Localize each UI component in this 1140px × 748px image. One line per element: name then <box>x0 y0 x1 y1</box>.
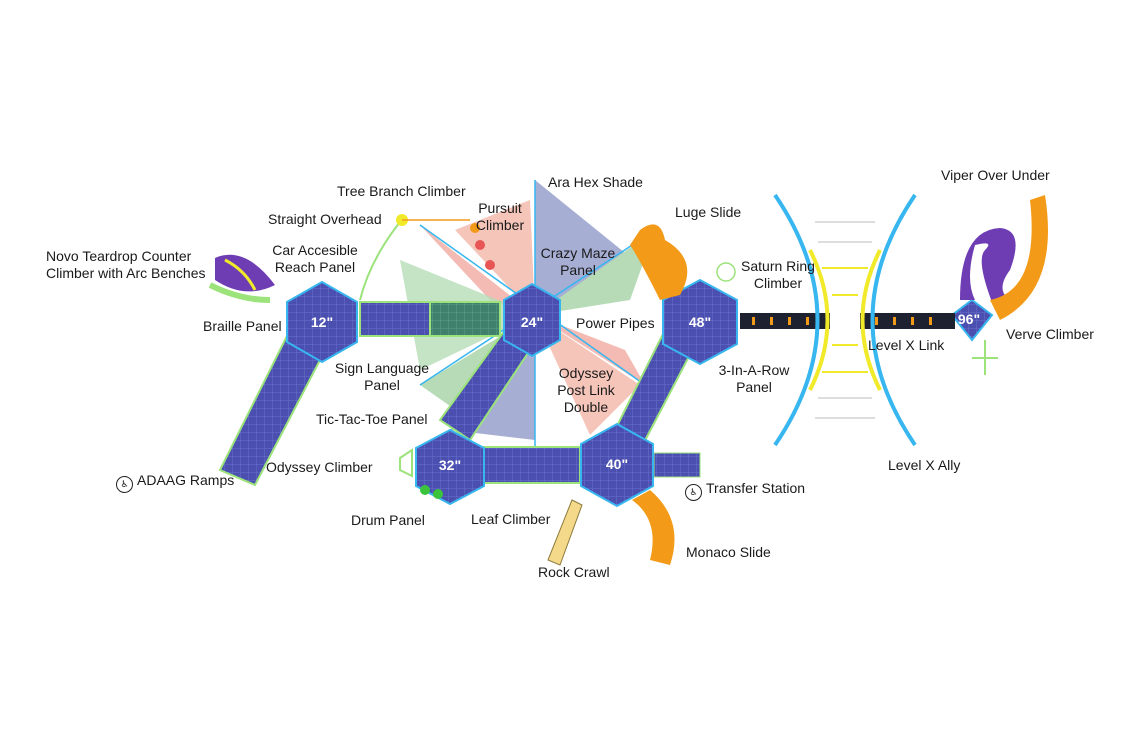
accessibility-icon: ♿ <box>685 484 702 501</box>
deck-24 <box>503 282 561 358</box>
straight-overhead <box>359 221 401 301</box>
label-car: Car Accesible Reach Panel <box>272 242 358 275</box>
label-pursuit: Pursuit Climber <box>475 200 525 233</box>
label-verve: Verve Climber <box>1006 326 1094 342</box>
label-luge: Luge Slide <box>675 204 742 220</box>
deck-12-label: 12" <box>311 314 333 330</box>
label-braille: Braille Panel <box>203 318 282 334</box>
deck-12 <box>286 280 358 364</box>
deck-32 <box>415 428 485 506</box>
odyssey-climber <box>399 448 413 478</box>
viper-purple <box>960 228 1016 310</box>
label-monaco: Monaco Slide <box>686 544 771 560</box>
drum-panel <box>420 485 430 495</box>
label-drum: Drum Panel <box>351 512 425 528</box>
saturn-ring-climber <box>716 262 736 282</box>
label-three: 3-In-A-Row Panel <box>718 362 790 395</box>
label-novo: Novo Teardrop Counter Climber with Arc B… <box>46 248 206 281</box>
label-odyssey-climber: Odyssey Climber <box>266 459 373 475</box>
label-tree: Tree Branch Climber <box>337 183 466 199</box>
label-crazy: Crazy Maze Panel <box>540 245 616 278</box>
transfer-station-deck <box>653 452 701 478</box>
viper-orange <box>990 195 1048 320</box>
deck-96-label: 96" <box>958 311 980 327</box>
label-sign: Sign Language Panel <box>334 360 430 393</box>
deck-40-label: 40" <box>606 456 628 472</box>
label-odyssey-post: Odyssey Post Link Double <box>557 365 615 415</box>
deck-48 <box>662 278 738 366</box>
accessibility-icon: ♿ <box>116 476 133 493</box>
rock-crawl <box>547 499 583 566</box>
label-straight: Straight Overhead <box>268 211 382 227</box>
label-levelx-link: Level X Link <box>868 337 945 353</box>
label-transfer: ♿Transfer Station <box>685 480 805 501</box>
deck-40 <box>580 422 654 508</box>
label-rock: Rock Crawl <box>538 564 610 580</box>
label-leaf: Leaf Climber <box>471 511 551 527</box>
label-levelx-ally: Level X Ally <box>888 457 961 473</box>
label-viper: Viper Over Under <box>941 167 1050 183</box>
label-ara: Ara Hex Shade <box>548 174 643 190</box>
ramps <box>218 301 697 487</box>
deck-32-label: 32" <box>439 457 461 473</box>
label-tictac: Tic-Tac-Toe Panel <box>316 411 428 427</box>
level-x-ally <box>773 193 917 447</box>
monaco-slide <box>632 490 675 565</box>
label-power: Power Pipes <box>576 315 655 331</box>
label-saturn: Saturn Ring Climber <box>741 258 815 291</box>
deck-48-label: 48" <box>689 314 711 330</box>
deck-96 <box>950 298 994 342</box>
luge-slide <box>630 224 688 300</box>
label-adaag: ♿ADAAG Ramps <box>116 472 234 493</box>
deck-24-label: 24" <box>521 314 543 330</box>
